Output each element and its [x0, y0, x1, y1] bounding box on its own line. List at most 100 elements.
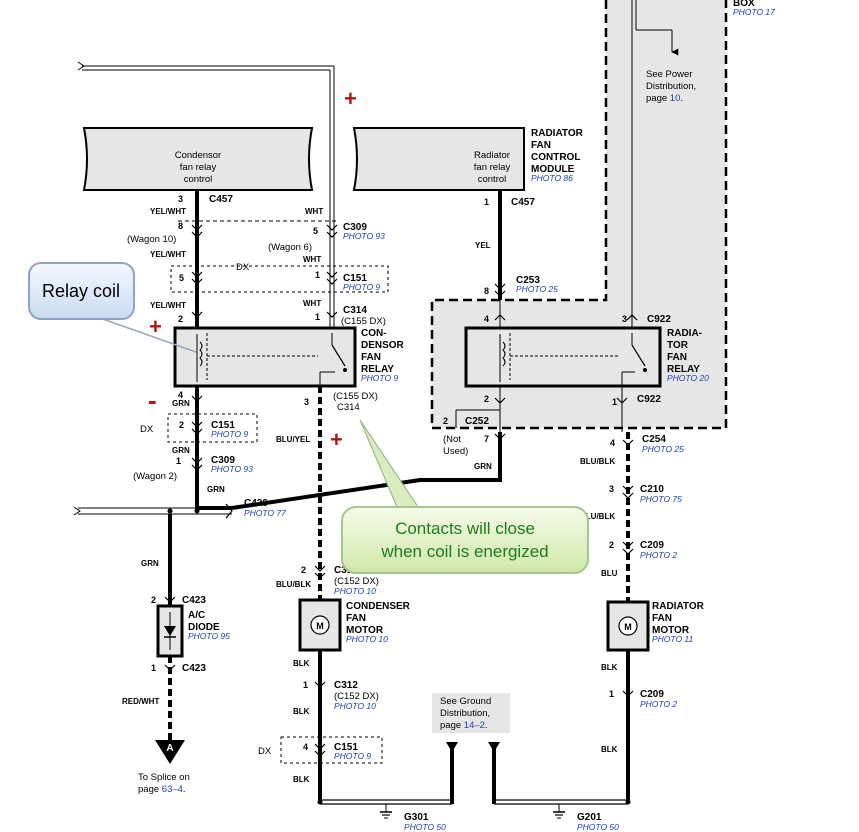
cond-motor-line2: FAN [346, 613, 366, 624]
svg-text:GRN: GRN [141, 559, 159, 568]
motor-icon [618, 616, 638, 636]
relay-coil-icon [199, 341, 203, 367]
svg-text:M: M [316, 621, 324, 631]
ground-buses: G301 PHOTO 50 G201 PHOTO 50 [317, 742, 631, 832]
svg-text:2: 2 [178, 314, 183, 324]
contacts-callout-line2: when coil is energized [380, 542, 548, 561]
cond-relay-ground-side: 4 GRN DX 2 C151 PHOTO 9 GRN 1 C309 PHOTO… [133, 386, 258, 510]
c314-label: C314 [343, 305, 367, 316]
svg-text:1: 1 [303, 680, 308, 690]
svg-text:PHOTO 2: PHOTO 2 [640, 699, 677, 709]
svg-text:PHOTO 50: PHOTO 50 [577, 822, 619, 832]
svg-text:PHOTO 9: PHOTO 9 [334, 751, 371, 761]
svg-text:PHOTO 9: PHOTO 9 [211, 429, 248, 439]
svg-text:PHOTO 50: PHOTO 50 [404, 822, 446, 832]
svg-text:GRN: GRN [172, 446, 190, 455]
radiator-fan-relay: RADIA- TOR FAN RELAY PHOTO 20 [464, 326, 709, 388]
svg-text:(C155 DX): (C155 DX) [341, 316, 386, 327]
power-distribution-box: BOX PHOTO 17 [430, 0, 775, 430]
radiator-ctrl-line3: control [478, 174, 507, 185]
svg-text:PHOTO 93: PHOTO 93 [211, 464, 253, 474]
cond-relay-line1: CON- [361, 328, 387, 339]
svg-text:WHT: WHT [303, 299, 321, 308]
svg-text:BLU/BLK: BLU/BLK [580, 512, 615, 521]
rad-relay-line3: FAN [667, 352, 687, 363]
power-note-line1: See Power [646, 69, 692, 80]
contacts-callout: Contacts will close when coil is energiz… [341, 419, 589, 574]
svg-text:(C152 DX): (C152 DX) [334, 691, 379, 702]
svg-text:WHT: WHT [303, 255, 321, 264]
c429-splice: C429 PHOTO 77 [73, 432, 502, 519]
svg-text:PHOTO 10: PHOTO 10 [334, 586, 376, 596]
svg-text:1: 1 [315, 312, 320, 322]
radiator-ctrl-line2: fan relay [474, 162, 511, 173]
svg-text:(C155 DX): (C155 DX) [333, 391, 378, 402]
condensor-relay-control-box: Condensor fan relay control [82, 127, 314, 191]
svg-text:8: 8 [484, 286, 489, 296]
svg-text:(C152 DX): (C152 DX) [334, 576, 379, 587]
svg-text:2: 2 [179, 420, 184, 430]
c209-top-label: C209 [640, 540, 664, 551]
upper-connector-chevrons [191, 224, 338, 318]
svg-text:2: 2 [151, 595, 156, 605]
svg-text:(Wagon 2): (Wagon 2) [133, 471, 177, 482]
svg-text:5: 5 [179, 273, 184, 283]
diode-photo: PHOTO 95 [188, 631, 230, 641]
c312-top-label: C312 [334, 565, 358, 576]
c209-bot-label: C209 [640, 689, 664, 700]
svg-text:page 63–4.: page 63–4. [138, 784, 186, 795]
svg-text:BLK: BLK [293, 707, 310, 716]
svg-text:BLU: BLU [601, 569, 618, 578]
c151-mid-dx-box [167, 413, 258, 443]
yel-wht-wire: 3 C457 YEL/WHT 8 (Wagon 10) YEL/WHT YEL/… [127, 190, 336, 328]
rad-relay-photo: PHOTO 20 [667, 373, 709, 383]
splice-link[interactable]: 63–4 [162, 784, 183, 795]
rfcm-line4: MODULE [531, 164, 575, 175]
diode-line2: DIODE [188, 622, 220, 633]
c423-top-label: C423 [182, 595, 206, 606]
svg-text:1: 1 [484, 197, 489, 207]
svg-text:GRN: GRN [474, 462, 492, 471]
svg-text:PHOTO 77: PHOTO 77 [244, 508, 286, 518]
svg-text:1: 1 [609, 689, 614, 699]
svg-text:PHOTO 75: PHOTO 75 [640, 494, 682, 504]
contacts-callout-line1: Contacts will close [395, 519, 535, 538]
c252-label: C252 [465, 416, 489, 427]
svg-text:(Not: (Not [443, 434, 461, 445]
rad-relay-line1: RADIA- [667, 328, 702, 339]
ground-note-link[interactable]: 14–2 [464, 720, 485, 731]
svg-text:4: 4 [178, 390, 183, 400]
motor-icon [310, 615, 330, 635]
ground-note-line1: See Ground [440, 696, 491, 707]
c922-bot-label: C922 [637, 394, 661, 405]
svg-text:GRN: GRN [172, 399, 190, 408]
c312-bot-label: C312 [334, 680, 358, 691]
ground-note: See Ground Distribution, page 14–2. [432, 693, 510, 733]
svg-text:1: 1 [315, 270, 320, 280]
svg-text:(Wagon 6): (Wagon 6) [268, 242, 312, 253]
rfcm-line1: RADIATOR [531, 128, 584, 139]
c151-dx-box [170, 265, 389, 293]
ground-note-line2: Distribution, [440, 708, 490, 719]
splice-arrow-icon [155, 740, 185, 764]
svg-text:YEL/WHT: YEL/WHT [150, 301, 186, 310]
c423-bot-label: C423 [182, 663, 206, 674]
svg-text:2: 2 [484, 394, 489, 404]
relay-switch-icon [331, 344, 346, 367]
svg-text:BLK: BLK [293, 659, 310, 668]
condensor-ctrl-line3: control [184, 174, 213, 185]
svg-text:PHOTO 2: PHOTO 2 [640, 550, 677, 560]
svg-text:YEL/WHT: YEL/WHT [150, 250, 186, 259]
svg-text:DX: DX [140, 424, 154, 435]
svg-text:BLK: BLK [601, 745, 618, 754]
relay-coil-callout-text: Relay coil [42, 281, 120, 301]
c151-bot-label: C151 [334, 742, 358, 753]
plus-sign-top: + [344, 86, 357, 111]
rad-relay-line4: RELAY [667, 364, 700, 375]
minus-sign-coil: - [148, 385, 157, 415]
box-label: BOX [733, 0, 755, 9]
rfcm-line3: CONTROL [531, 152, 580, 163]
svg-text:DX: DX [258, 746, 272, 757]
power-note-link[interactable]: 10 [670, 93, 681, 104]
condensor-ctrl-line2: fan relay [180, 162, 217, 173]
